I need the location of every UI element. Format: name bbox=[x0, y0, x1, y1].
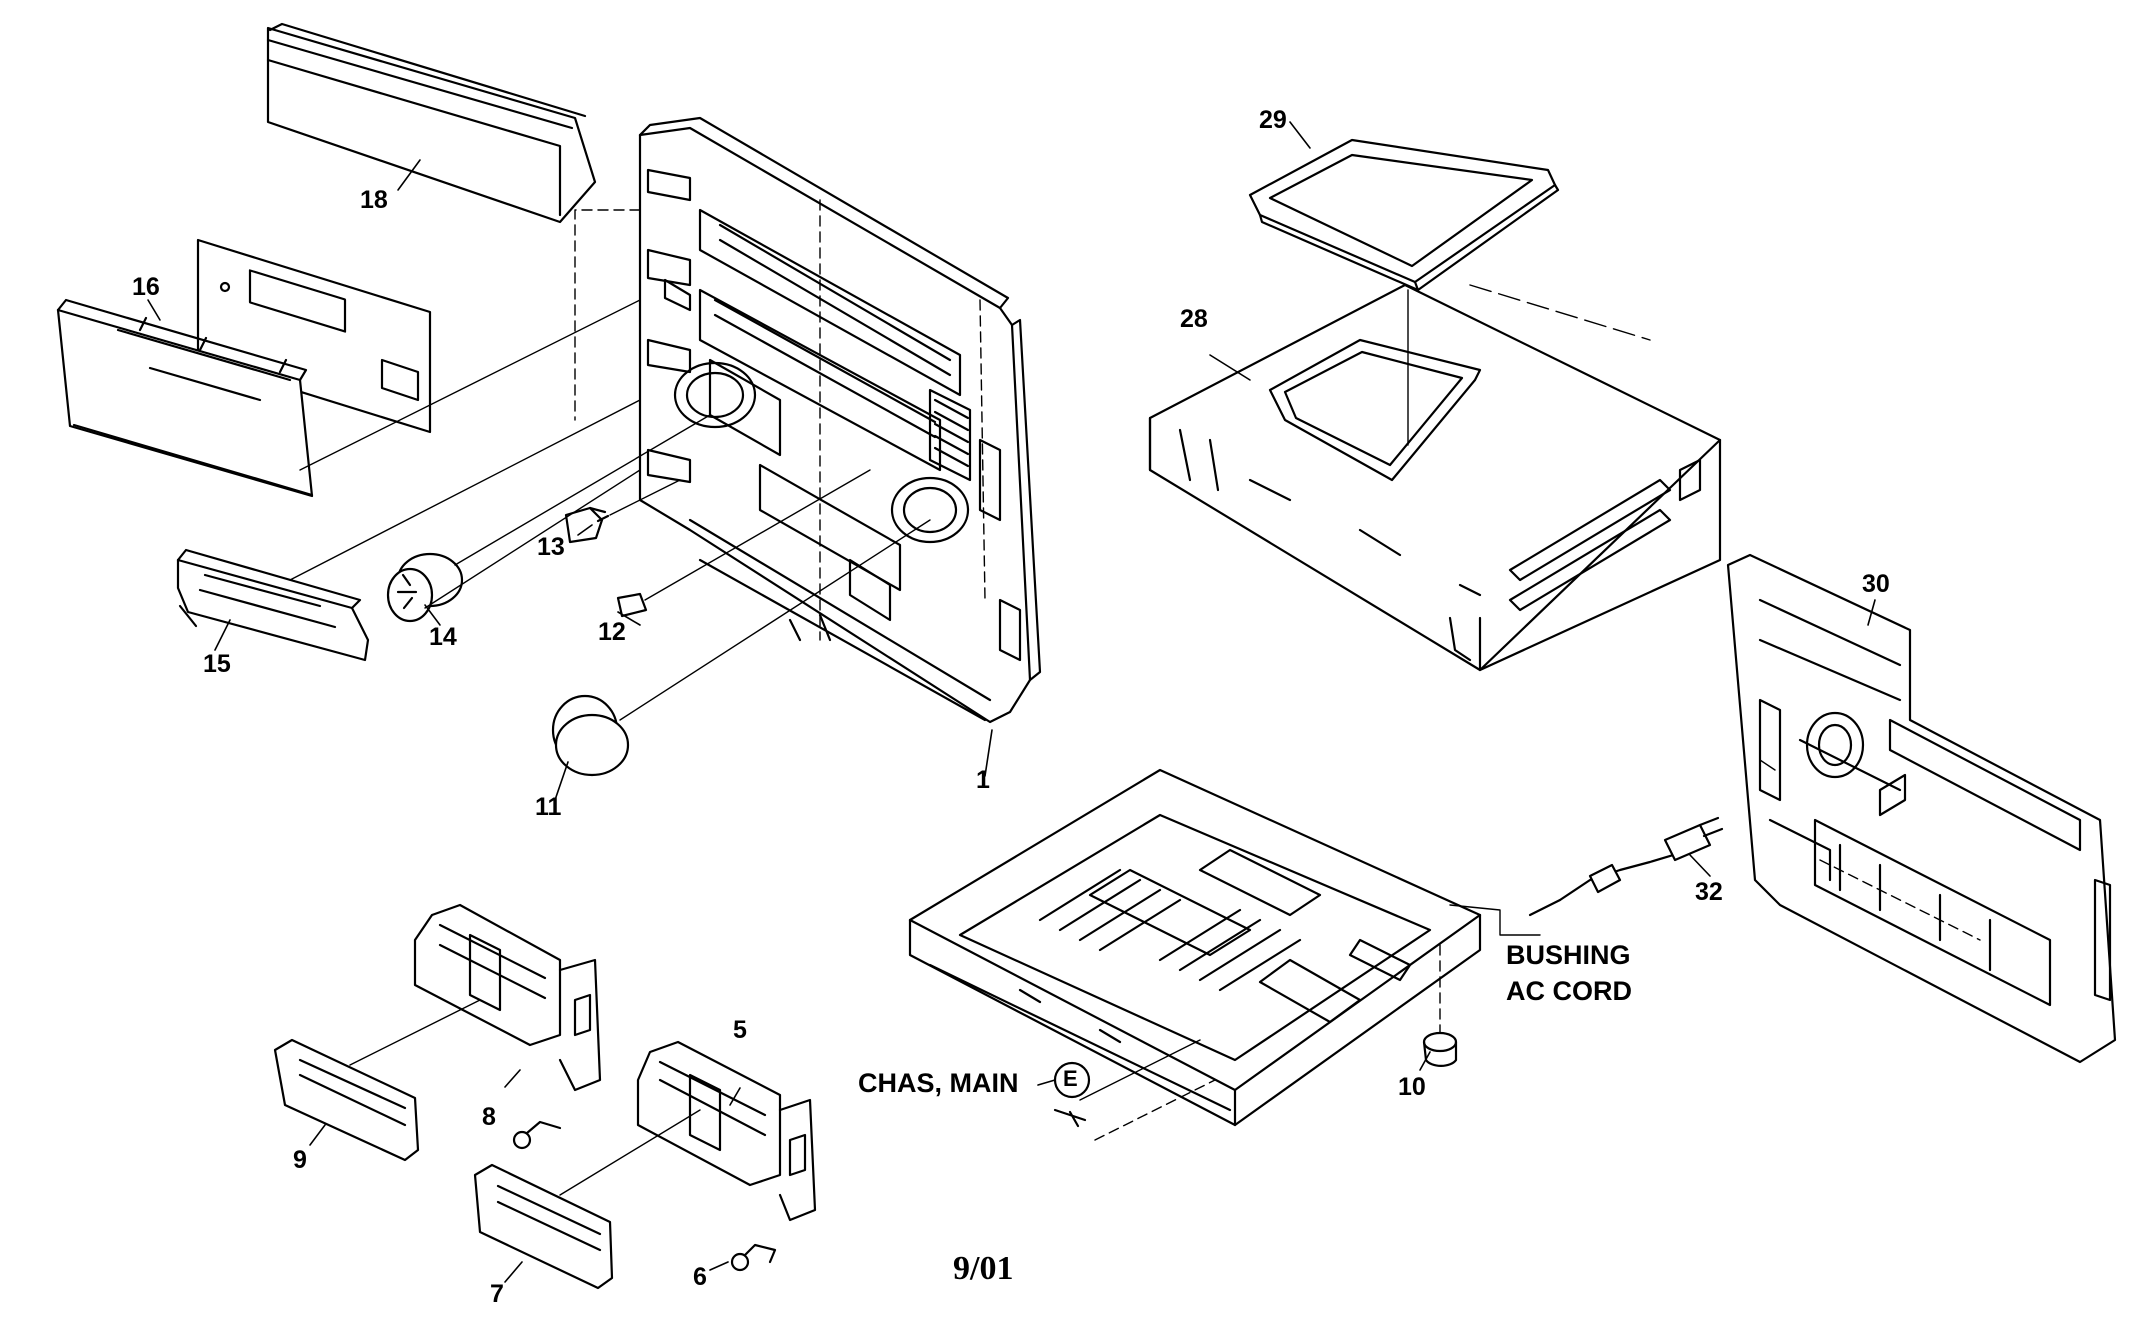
part-13-bracket bbox=[564, 506, 610, 544]
part-18-top-trim bbox=[266, 22, 597, 224]
label-part-14: 14 bbox=[429, 623, 457, 651]
label-part-29: 29 bbox=[1259, 106, 1287, 134]
label-part-32: 32 bbox=[1695, 878, 1723, 906]
part-6-spring-gear bbox=[512, 1120, 777, 1272]
part-10-foot bbox=[1422, 1031, 1458, 1067]
label-part-9: 9 bbox=[293, 1146, 307, 1174]
label-leader-lines bbox=[147, 121, 1876, 1283]
label-chassis-main: CHAS, MAIN bbox=[858, 1068, 1019, 1098]
part-9-door bbox=[273, 1038, 420, 1162]
explode-lines-left bbox=[289, 199, 986, 721]
label-part-11: 11 bbox=[535, 793, 562, 821]
part-1-front-cabinet bbox=[638, 116, 1042, 724]
part-5-deck-mechanism bbox=[636, 1040, 817, 1222]
label-part-18: 18 bbox=[360, 186, 388, 214]
explode-lines-decks bbox=[349, 999, 701, 1196]
part-15-button-bar bbox=[176, 548, 370, 662]
part-28-top-cover bbox=[1148, 283, 1722, 672]
label-part-15: 15 bbox=[203, 650, 231, 678]
part-11-knob bbox=[551, 694, 630, 777]
part-7-door bbox=[473, 1163, 614, 1290]
part-16-front-panel bbox=[56, 238, 432, 498]
label-part-12: 12 bbox=[598, 618, 626, 646]
label-part-6: 6 bbox=[693, 1263, 707, 1291]
part-14-knob bbox=[386, 552, 464, 623]
main-chassis bbox=[908, 768, 1482, 1127]
label-part-30: 30 bbox=[1862, 570, 1890, 598]
part-29-top-ring bbox=[1248, 138, 1560, 292]
explode-lines-rear bbox=[1759, 759, 1981, 941]
part-8-deck-mechanism bbox=[413, 903, 602, 1092]
label-part-28: 28 bbox=[1180, 305, 1208, 333]
part-30-rear-panel bbox=[1726, 553, 2117, 1064]
diagram-date-code: 9/01 bbox=[953, 1250, 1014, 1287]
label-part-10: 10 bbox=[1398, 1073, 1426, 1101]
label-bushing: BUSHING bbox=[1506, 940, 1631, 970]
label-e-ring: E bbox=[1063, 1066, 1078, 1091]
part-12-cap bbox=[616, 592, 648, 618]
label-part-16: 16 bbox=[132, 273, 160, 301]
label-part-7: 7 bbox=[490, 1280, 504, 1308]
label-part-8: 8 bbox=[482, 1103, 496, 1131]
explode-lines-cover bbox=[1407, 284, 1651, 446]
label-ac-cord: AC CORD bbox=[1506, 976, 1632, 1006]
label-part-1: 1 bbox=[976, 766, 990, 794]
label-part-13: 13 bbox=[537, 533, 565, 561]
part-32-ac-cord bbox=[1528, 816, 1724, 917]
label-part-5: 5 bbox=[733, 1016, 747, 1044]
